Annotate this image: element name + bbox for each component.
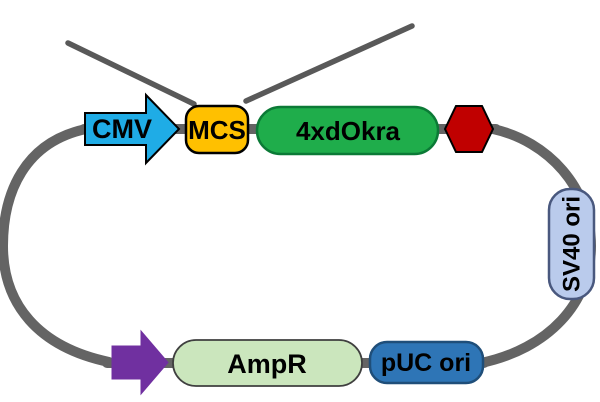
ampr-label: AmpR bbox=[227, 349, 307, 379]
mcs-callout-lines bbox=[65, 23, 415, 107]
callout-line-left bbox=[65, 40, 197, 107]
ampr-promoter-arrow-shape bbox=[111, 329, 169, 396]
feature-ampr: AmpR bbox=[172, 339, 363, 387]
puc-ori-label: pUC ori bbox=[381, 349, 471, 377]
callout-line-right bbox=[243, 23, 415, 104]
feature-mcs: MCS bbox=[184, 104, 250, 155]
feature-ampr-promoter bbox=[111, 329, 169, 396]
feature-terminator bbox=[443, 105, 495, 153]
feature-sv40-ori: SV40 ori bbox=[547, 187, 596, 301]
sv40-ori-box bbox=[547, 187, 596, 301]
cmv-arrow-shape bbox=[84, 92, 181, 166]
puc-ori-box bbox=[368, 340, 485, 385]
mcs-label: MCS bbox=[188, 115, 246, 145]
ampr-box bbox=[172, 339, 363, 387]
cmv-label: CMV bbox=[92, 114, 152, 144]
4xdokra-box bbox=[255, 105, 440, 156]
feature-puc-ori: pUC ori bbox=[368, 340, 485, 385]
mcs-box bbox=[184, 104, 250, 155]
sv40-ori-label: SV40 ori bbox=[559, 196, 586, 292]
4xdokra-label: 4xdOkra bbox=[296, 116, 401, 146]
terminator-hexagon bbox=[443, 105, 495, 153]
plasmid-backbone bbox=[0, 124, 597, 368]
feature-cmv-promoter: CMV bbox=[84, 92, 181, 166]
feature-4xdokra: 4xdOkra bbox=[255, 105, 440, 156]
backbone-left-arc bbox=[0, 124, 114, 367]
